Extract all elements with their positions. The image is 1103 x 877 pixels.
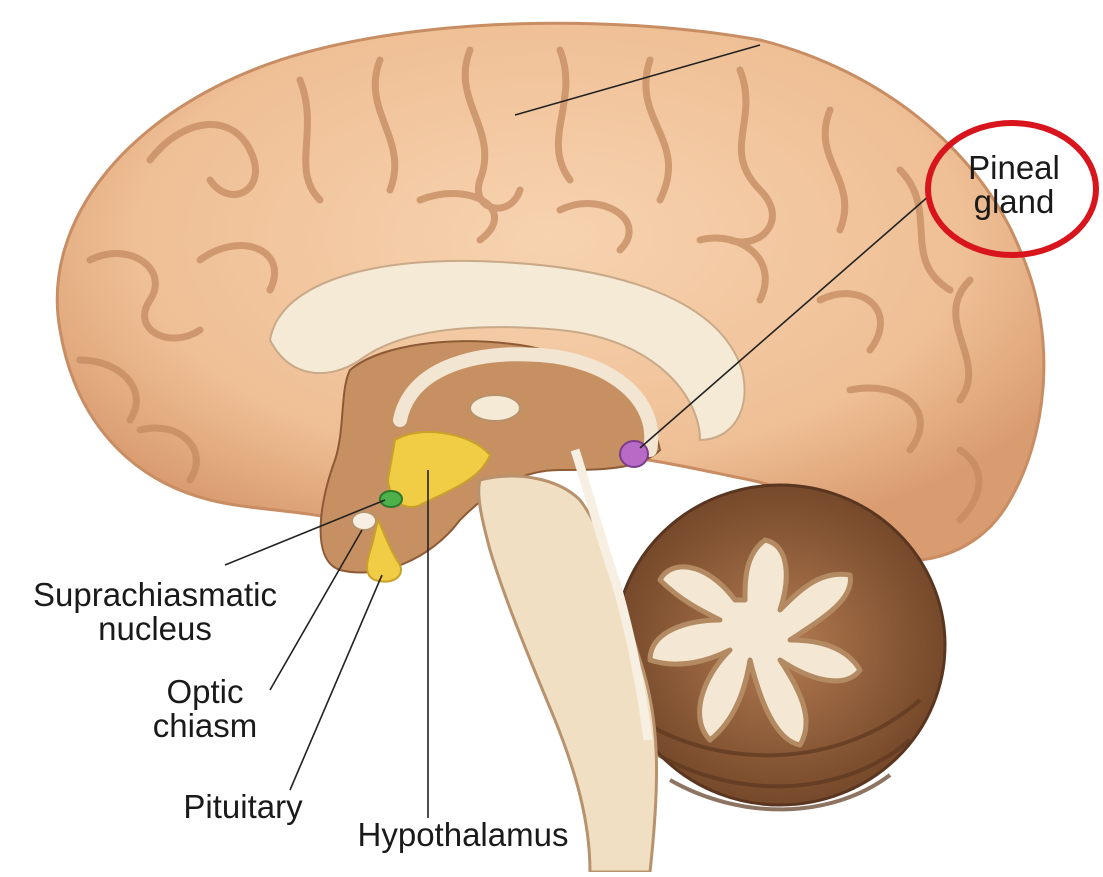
optic-chiasm-shape xyxy=(352,512,376,530)
pineal-line1: Pineal xyxy=(958,151,1070,185)
optic-line1: Optic xyxy=(140,675,270,709)
hypothalamus-label: Hypothalamus xyxy=(338,818,588,852)
pituitary-label: Pituitary xyxy=(168,790,318,824)
cerebellum xyxy=(615,485,945,809)
scn-label: Suprachiasmatic nucleus xyxy=(10,578,300,646)
optic-chiasm-label: Optic chiasm xyxy=(140,675,270,743)
thalamus-adhesion xyxy=(470,395,520,421)
pineal-gland-label: Pineal gland xyxy=(958,151,1070,219)
pituitary-text: Pituitary xyxy=(168,790,318,824)
scn-dot xyxy=(380,491,402,507)
hypothalamus-text: Hypothalamus xyxy=(338,818,588,852)
optic-line2: chiasm xyxy=(140,709,270,743)
scn-line2: nucleus xyxy=(10,612,300,646)
brainstem xyxy=(479,476,657,872)
pineal-line2: gland xyxy=(958,185,1070,219)
leader-line-pituitary xyxy=(290,575,382,790)
scn-line1: Suprachiasmatic xyxy=(10,578,300,612)
